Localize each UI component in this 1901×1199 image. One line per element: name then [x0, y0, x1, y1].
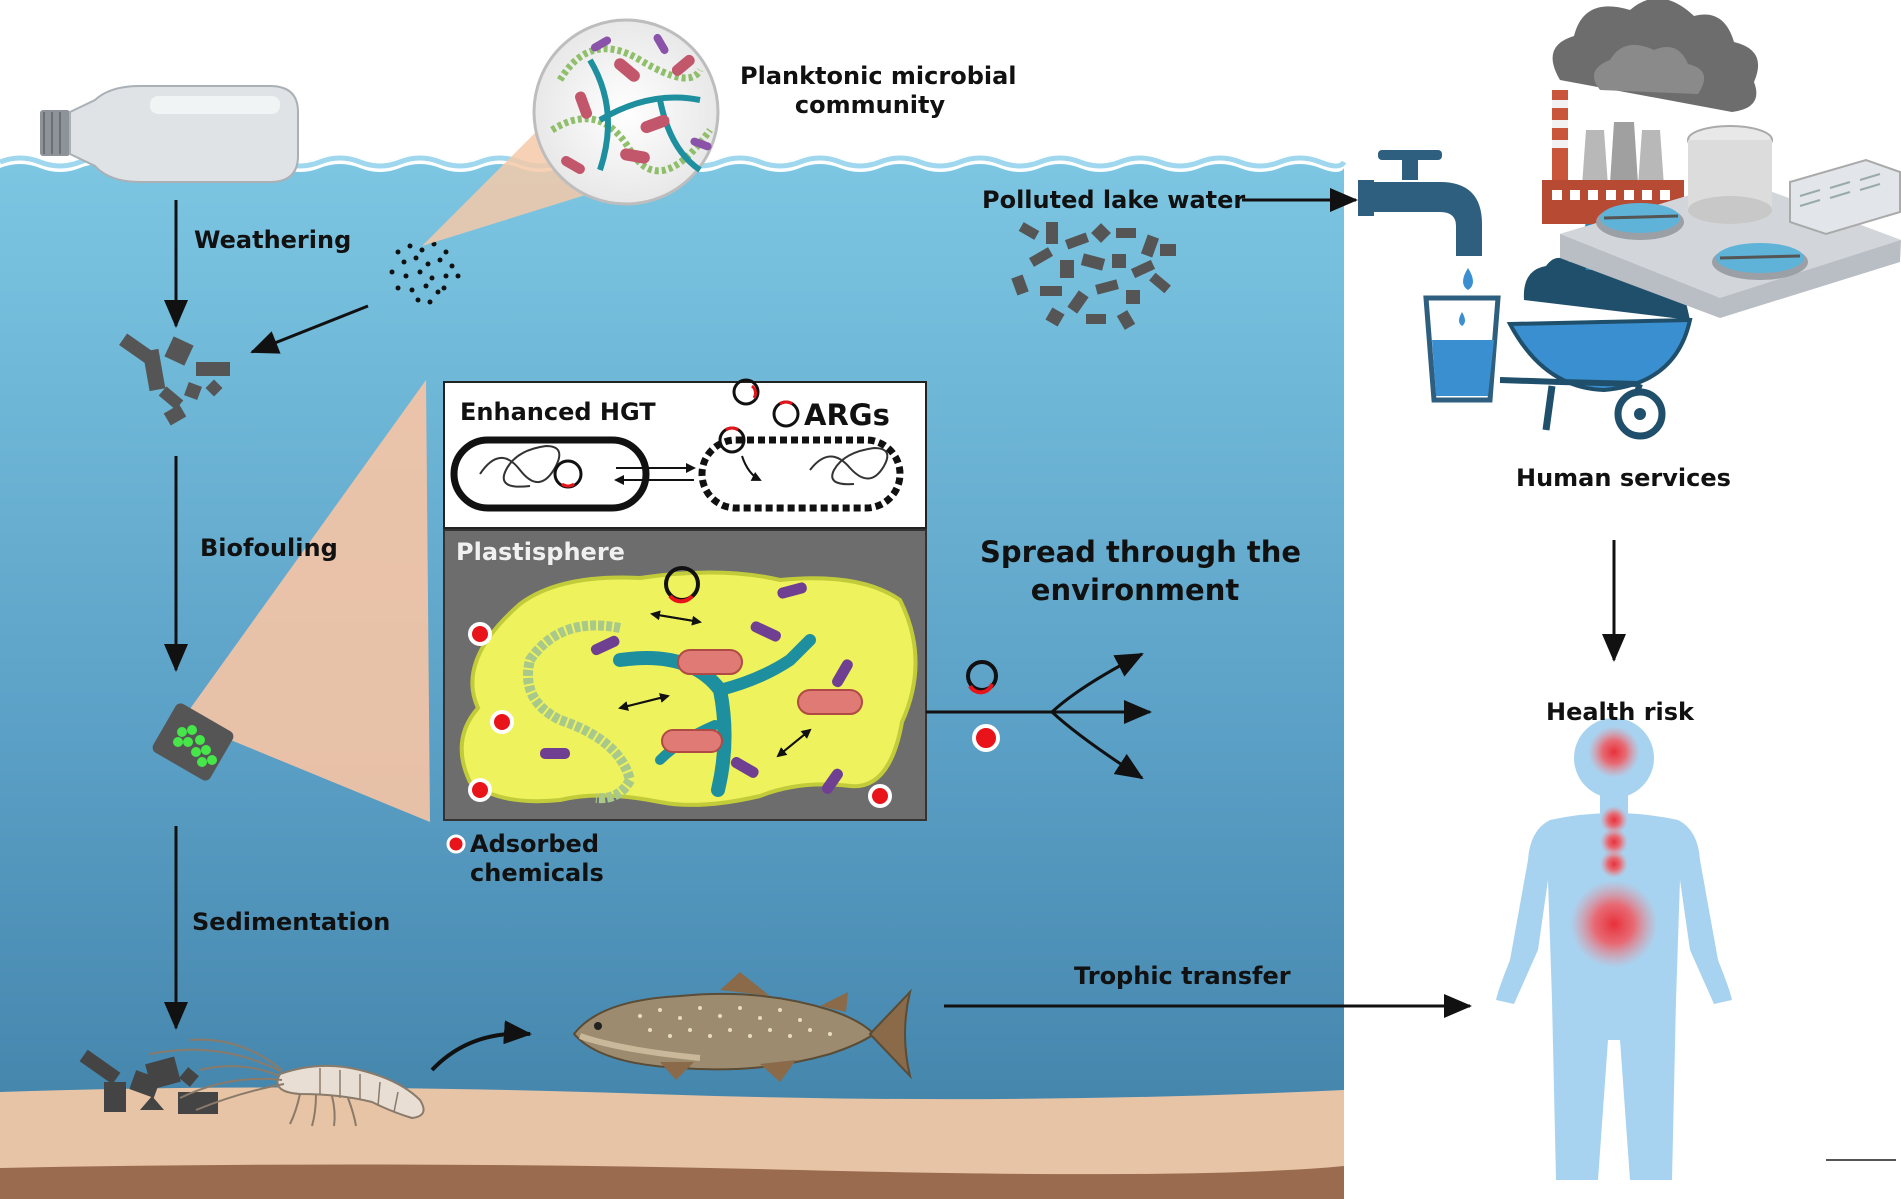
factory-icon	[1542, 0, 1758, 224]
adsorbed-label-line2: chemicals	[470, 858, 604, 887]
arrow-shrimp-to-fish	[430, 1020, 532, 1072]
polluted-water-fragments	[1011, 222, 1176, 330]
fish-icon	[572, 972, 912, 1082]
microscope-lens-icon	[422, 18, 720, 246]
microparticle-cluster	[389, 241, 461, 305]
sedimentation-label: Sedimentation	[192, 908, 391, 936]
planktonic-label-line1: Planktonic microbial	[740, 62, 1017, 90]
water-tap-icon	[1358, 150, 1482, 290]
biofouling-label: Biofouling	[200, 534, 338, 562]
enhanced-hgt-panel	[443, 378, 927, 529]
enhanced-hgt-label: Enhanced HGT	[460, 398, 656, 426]
human-services-label: Human services	[1516, 464, 1731, 492]
weathering-label: Weathering	[194, 226, 352, 254]
spread-label-line1: Spread through the	[980, 535, 1302, 569]
drinking-glass-icon	[1423, 295, 1501, 403]
planktonic-community-label: Planktonic microbial community	[740, 62, 1017, 120]
args-label: ARGs	[804, 398, 890, 432]
planktonic-label-line2: community	[794, 90, 946, 119]
water-treatment-plant-icon	[1560, 125, 1901, 318]
polluted-lake-water-label: Polluted lake water	[982, 186, 1246, 214]
spread-environment-label: Spread through the environment	[980, 534, 1302, 609]
plastic-bottle-icon	[40, 85, 299, 183]
spread-arrows	[926, 652, 1152, 780]
adsorbed-chemicals-label: Adsorbed chemicals	[470, 830, 604, 888]
process-arrows	[164, 200, 369, 1030]
adsorbed-label-line1: Adsorbed	[470, 830, 599, 858]
plastisphere-panel	[443, 529, 927, 821]
microplastic-fragments-icon	[119, 333, 230, 426]
chemical-dot-spread	[972, 724, 1000, 752]
human-body-icon	[1496, 718, 1732, 1180]
sediment-fragments	[79, 1049, 218, 1114]
biofouled-microplastic	[152, 380, 430, 822]
health-risk-label: Health risk	[1546, 698, 1695, 726]
plasmid-icon	[966, 660, 998, 695]
chemical-dot-legend	[446, 834, 466, 854]
spread-label-line2: environment	[1030, 572, 1240, 607]
trophic-transfer-label: Trophic transfer	[1074, 962, 1291, 990]
plastisphere-label: Plastisphere	[456, 538, 625, 566]
shrimp-icon	[149, 1038, 425, 1127]
lake-sediment	[0, 1087, 1344, 1199]
